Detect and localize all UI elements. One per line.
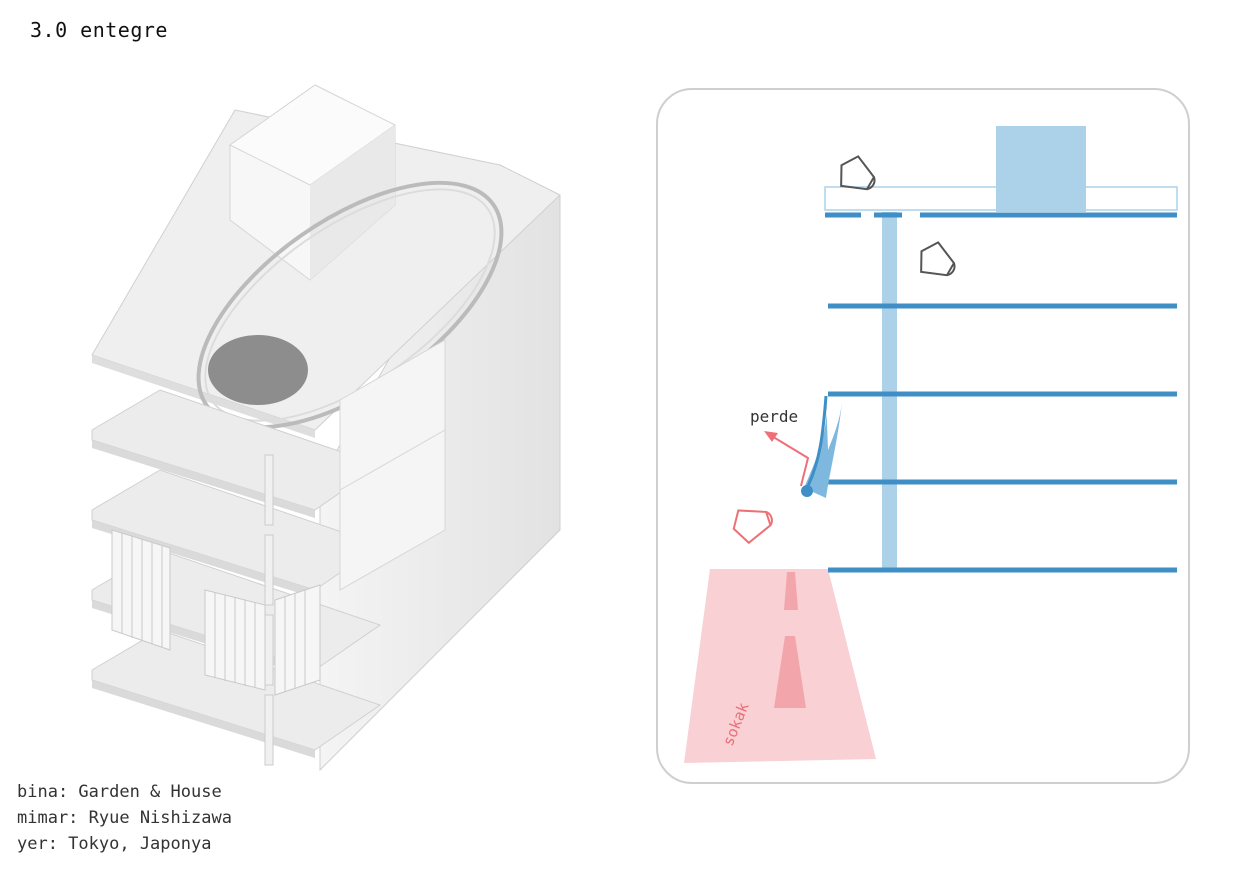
building-location: yer: Tokyo, Japonya	[17, 834, 212, 854]
view-arrow	[769, 434, 810, 487]
eye-icon	[920, 241, 956, 277]
architect-name: mimar: Ryue Nishizawa	[17, 808, 232, 828]
building-name: bina: Garden & House	[17, 782, 222, 802]
street	[684, 569, 876, 763]
building-credits: bina: Garden & House mimar: Ryue Nishiza…	[17, 779, 232, 857]
curtain-right	[204, 584, 321, 696]
eye-icon	[840, 155, 876, 191]
arrow-icon	[764, 431, 778, 442]
section-diagram: sokak perde	[684, 126, 1178, 763]
roof-opening	[208, 335, 308, 405]
section-diagram-panel: sokak perde	[656, 88, 1190, 784]
street-mark	[774, 636, 806, 708]
curtain-left	[111, 529, 171, 651]
street-mark	[784, 572, 798, 610]
rooftop-volume	[996, 126, 1086, 212]
eye-icon-red	[732, 509, 773, 545]
page-title: 3.0 entegre	[30, 18, 168, 42]
curtain-label: perde	[750, 407, 798, 426]
axonometric-drawing	[91, 84, 561, 772]
